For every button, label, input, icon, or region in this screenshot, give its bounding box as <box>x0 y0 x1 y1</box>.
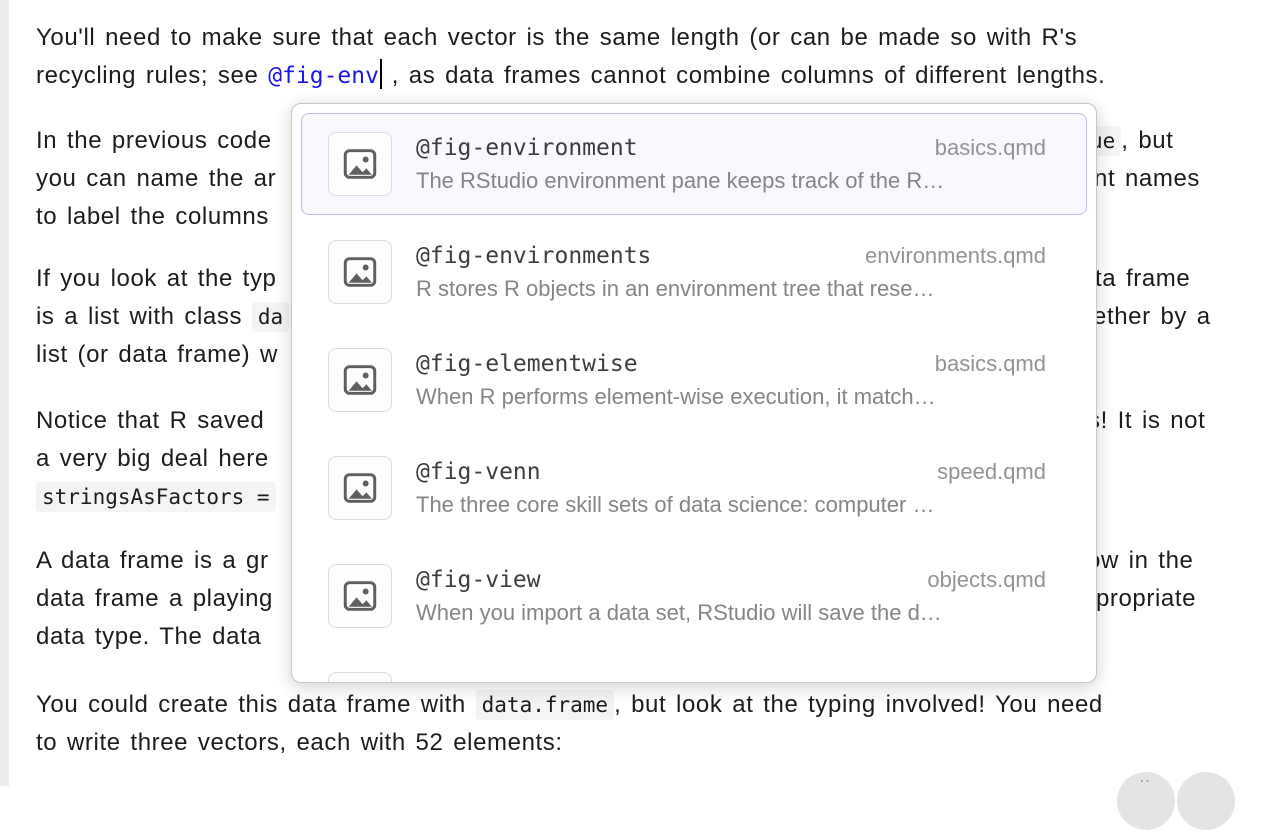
body-text: recycling rules; see <box>36 62 269 89</box>
completion-description: R stores R objects in an environment tre… <box>416 275 935 301</box>
completion-label: @fig-elementwise <box>416 350 638 377</box>
paragraph-line: You'll need to make sure that each vecto… <box>36 21 1077 55</box>
body-text: , as data frames cannot combine columns … <box>381 62 1106 89</box>
completion-source-file: objects.qmd <box>927 566 1046 592</box>
body-text: nt names <box>1094 165 1201 192</box>
image-figure-icon <box>328 564 392 628</box>
floating-action-button-left[interactable]: ·· <box>1117 772 1175 830</box>
paragraph-line: data type. The data <box>36 620 261 654</box>
paragraph-line: You could create this data frame with da… <box>36 688 1103 722</box>
paragraph-line: you can name the ar <box>36 162 276 196</box>
body-text: ether by a <box>1093 303 1211 330</box>
body-text: s! It is not <box>1088 407 1206 434</box>
image-figure-icon <box>328 672 392 682</box>
paragraph-line: recycling rules; see @fig-env , as data … <box>36 59 1105 93</box>
body-text: to write three vectors, each with 52 ele… <box>36 729 563 756</box>
paragraph-line: In the previous code <box>36 124 272 158</box>
body-text: Notice that R saved <box>36 407 265 434</box>
completion-source-file: basics.qmd <box>934 350 1046 376</box>
completion-description: When R performs element-wise execution, … <box>416 383 936 409</box>
body-text: data type. The data <box>36 623 262 650</box>
completion-description: When you import a data set, RStudio will… <box>416 599 942 625</box>
paragraph-line: If you look at the typ <box>36 262 277 296</box>
completion-item-fig-venn[interactable]: @fig-venn speed.qmd The three core skill… <box>301 437 1087 539</box>
completion-label: @fig-environment <box>416 134 638 161</box>
body-text: ppropriate <box>1082 585 1197 612</box>
paragraph-line: to write three vectors, each with 52 ele… <box>36 726 563 760</box>
inline-code: data.frame <box>475 690 615 720</box>
body-text: ow in the <box>1087 547 1194 574</box>
completion-source-file: basics.qmd <box>934 134 1046 160</box>
clipped-line-fragment: ow in the <box>1087 544 1193 578</box>
image-figure-icon <box>328 240 392 304</box>
completion-item-partial[interactable]: @fig- <box>301 653 1087 682</box>
body-text: data frame a playing <box>36 585 273 612</box>
body-text: you can name the ar <box>36 165 277 192</box>
paragraph-line: data frame a playing <box>36 582 273 616</box>
completion-item-fig-environment[interactable]: @fig-environment basics.qmd The RStudio … <box>301 113 1087 215</box>
completion-description: The three core skill sets of data scienc… <box>416 491 935 517</box>
image-figure-icon <box>328 456 392 520</box>
completion-description: The RStudio environment pane keeps track… <box>416 167 945 193</box>
image-figure-icon <box>328 132 392 196</box>
body-text: a very big deal here <box>36 445 269 472</box>
clipped-line-fragment: ether by a <box>1093 300 1211 334</box>
clipped-line-fragment: ppropriate <box>1082 582 1196 616</box>
paragraph-line: A data frame is a gr <box>36 544 269 578</box>
inline-code: stringsAsFactors = <box>36 482 276 512</box>
clipped-line-fragment: ta frame <box>1095 262 1190 296</box>
completion-item-fig-view[interactable]: @fig-view objects.qmd When you import a … <box>301 545 1087 647</box>
floating-action-button-right[interactable] <box>1177 772 1235 830</box>
body-text: to label the columns <box>36 203 269 230</box>
body-text: , but <box>1121 127 1174 154</box>
clipped-line-fragment: s! It is not <box>1088 404 1205 438</box>
completion-label: @fig-venn <box>416 458 541 485</box>
paragraph-line: Notice that R saved <box>36 404 264 438</box>
completion-source-file: environments.qmd <box>865 242 1046 268</box>
paragraph-line: a very big deal here <box>36 442 269 476</box>
body-text: ta frame <box>1095 265 1191 292</box>
body-text: is a list with class <box>36 303 252 330</box>
completion-item-fig-elementwise[interactable]: @fig-elementwise basics.qmd When R perfo… <box>301 329 1087 431</box>
cross-reference-token: @fig-env <box>268 63 379 89</box>
body-text: You'll need to make sure that each vecto… <box>36 24 1078 51</box>
clipped-line-fragment: nt names <box>1094 162 1200 196</box>
body-text: A data frame is a gr <box>36 547 269 574</box>
completion-label: @fig-view <box>416 566 541 593</box>
body-text: , but look at the typing involved! You n… <box>614 691 1103 718</box>
completion-label: @fig-environments <box>416 242 652 269</box>
completion-source-file: speed.qmd <box>937 458 1046 484</box>
body-text: In the previous code <box>36 127 272 154</box>
paragraph-line: to label the columns <box>36 200 269 234</box>
paragraph-line: list (or data frame) w <box>36 338 278 372</box>
crossref-completion-popup: @fig-environment basics.qmd The RStudio … <box>291 103 1097 683</box>
body-text: You could create this data frame with <box>36 691 476 718</box>
image-figure-icon <box>328 348 392 412</box>
left-gutter <box>0 0 9 786</box>
inline-code: da <box>251 302 290 332</box>
clipped-line-fragment: ue, but <box>1084 124 1174 158</box>
floating-button-glyph: ·· <box>1140 776 1152 788</box>
body-text: If you look at the typ <box>36 265 277 292</box>
text-cursor <box>379 59 382 89</box>
paragraph-line: stringsAsFactors = <box>36 480 276 514</box>
completion-item-fig-environments[interactable]: @fig-environments environments.qmd R sto… <box>301 221 1087 323</box>
body-text: list (or data frame) w <box>36 341 278 368</box>
paragraph-line: is a list with class da <box>36 300 290 334</box>
